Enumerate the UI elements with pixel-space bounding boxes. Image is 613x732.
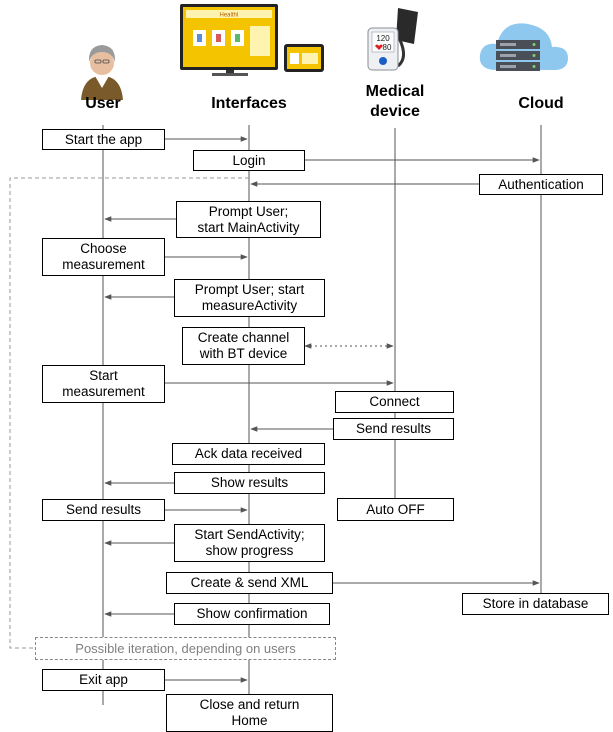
step-send-results-user: Send results <box>42 499 165 521</box>
step-create-send-xml: Create & send XML <box>166 572 333 594</box>
actor-label-user: User <box>85 95 121 112</box>
step-store-db: Store in database <box>462 593 609 615</box>
step-show-confirmation: Show confirmation <box>174 603 330 625</box>
app-screens-icon: HealthI <box>180 4 324 76</box>
user-avatar-icon <box>81 45 123 100</box>
cloud-server-icon <box>479 23 568 71</box>
actor-label-medical-device: Medical device <box>365 83 425 120</box>
step-authentication: Authentication <box>479 174 603 195</box>
step-prompt-measure: Prompt User; start measureActivity <box>174 279 325 317</box>
actor-label-cloud: Cloud <box>518 95 564 112</box>
step-start-app: Start the app <box>42 129 165 150</box>
iteration-loop-bracket <box>9 177 249 649</box>
step-send-results-device: Send results <box>333 418 454 440</box>
step-show-results: Show results <box>174 472 325 494</box>
blood-pressure-monitor-icon: 120 80 <box>367 8 418 71</box>
step-choose-measurement: Choose measurement <box>42 238 165 276</box>
step-start-send: Start SendActivity; show progress <box>174 524 325 562</box>
step-exit-app: Exit app <box>42 669 165 691</box>
step-prompt-main: Prompt User; start MainActivity <box>176 201 321 238</box>
app-screen-title: HealthI <box>219 13 238 19</box>
step-start-measurement: Start measurement <box>42 365 165 403</box>
step-create-channel: Create channel with BT device <box>182 327 305 365</box>
step-login: Login <box>193 150 305 171</box>
step-connect: Connect <box>335 391 454 413</box>
step-close-return: Close and return Home <box>166 694 333 732</box>
actor-label-interfaces: Interfaces <box>211 95 287 112</box>
step-auto-off: Auto OFF <box>337 498 454 521</box>
step-iteration-note: Possible iteration, depending on users <box>35 637 336 660</box>
device-display-systolic: 120 <box>376 34 390 43</box>
step-ack-data: Ack data received <box>172 443 325 465</box>
device-display-diastolic: 80 <box>383 43 392 52</box>
